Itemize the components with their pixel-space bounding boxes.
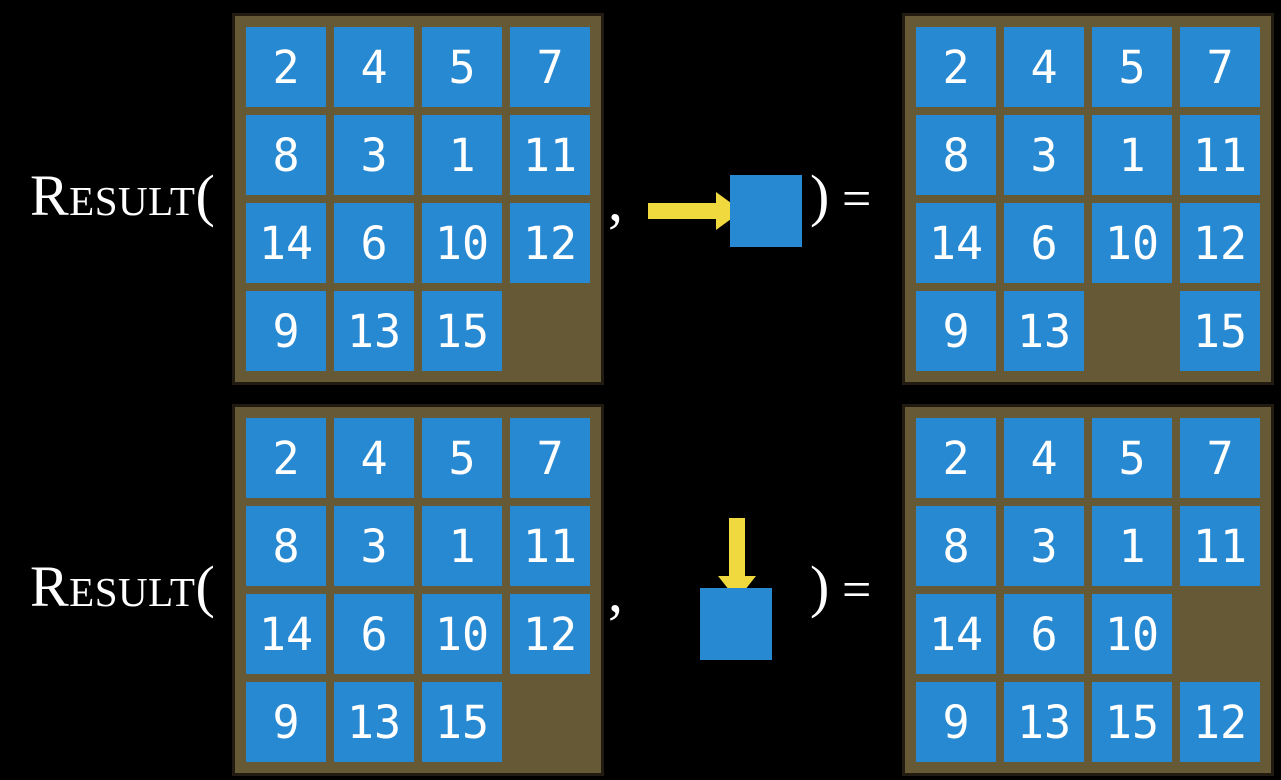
puzzle-tile: 10 [1092, 594, 1172, 674]
puzzle-tile: 7 [510, 27, 590, 107]
puzzle-tile: 3 [1004, 506, 1084, 586]
puzzle-tile: 6 [334, 203, 414, 283]
empty-cell [510, 291, 590, 371]
puzzle-tile: 3 [334, 506, 414, 586]
puzzle-tile: 7 [1180, 418, 1260, 498]
close-paren: ) [810, 163, 830, 228]
open-paren: ( [195, 554, 216, 619]
puzzle-tile: 14 [246, 594, 326, 674]
puzzle-tile: 4 [334, 418, 414, 498]
puzzle-tile: 7 [510, 418, 590, 498]
puzzle-tile: 9 [916, 291, 996, 371]
puzzle-tile: 1 [422, 506, 502, 586]
puzzle-tile: 2 [246, 27, 326, 107]
comma-separator: , [608, 167, 623, 233]
puzzle-tile: 15 [1180, 291, 1260, 371]
puzzle-tile: 12 [510, 203, 590, 283]
empty-cell [1092, 291, 1172, 371]
puzzle-tile: 2 [246, 418, 326, 498]
result-function-label: Result( [30, 167, 215, 225]
puzzle-tile: 4 [1004, 418, 1084, 498]
result-function-label: Result( [30, 558, 215, 616]
puzzle-tile: 11 [1180, 506, 1260, 586]
puzzle-tile: 5 [422, 27, 502, 107]
puzzle-tile: 1 [422, 115, 502, 195]
action-move-down [700, 518, 772, 660]
puzzle-tile: 1 [1092, 115, 1172, 195]
puzzle-tile: 13 [1004, 682, 1084, 762]
puzzle-tile: 2 [916, 27, 996, 107]
arrow-right-icon [648, 203, 716, 219]
puzzle-tile: 11 [1180, 115, 1260, 195]
puzzle-tile: 5 [1092, 418, 1172, 498]
puzzle-tile: 3 [1004, 115, 1084, 195]
action-move-right [648, 175, 802, 247]
puzzle-tile: 6 [1004, 594, 1084, 674]
puzzle-tile: 6 [1004, 203, 1084, 283]
open-paren: ( [195, 163, 216, 228]
puzzle-tile: 10 [422, 594, 502, 674]
action-tile [730, 175, 802, 247]
action-tile [700, 588, 772, 660]
puzzle-tile: 8 [246, 506, 326, 586]
puzzle-tile: 6 [334, 594, 414, 674]
empty-cell [1180, 594, 1260, 674]
puzzle-tile: 15 [422, 682, 502, 762]
puzzle-tile: 11 [510, 115, 590, 195]
puzzle-tile: 14 [916, 203, 996, 283]
comma-separator: , [608, 558, 623, 624]
equals-sign: = [842, 562, 872, 619]
puzzle-tile: 4 [334, 27, 414, 107]
puzzle-tile: 1 [1092, 506, 1172, 586]
empty-cell [510, 682, 590, 762]
puzzle-tile: 8 [916, 115, 996, 195]
puzzle-tile: 8 [916, 506, 996, 586]
puzzle-tile: 13 [334, 682, 414, 762]
arrow-down-icon [729, 518, 745, 576]
puzzle-tile: 9 [916, 682, 996, 762]
close-paren: ) [810, 554, 830, 619]
puzzle-tile: 8 [246, 115, 326, 195]
puzzle-tile: 5 [422, 418, 502, 498]
puzzle-tile: 9 [246, 682, 326, 762]
puzzle-tile: 14 [916, 594, 996, 674]
puzzle-tile: 10 [422, 203, 502, 283]
puzzle-tile: 15 [422, 291, 502, 371]
puzzle-tile: 13 [1004, 291, 1084, 371]
puzzle-tile: 15 [1092, 682, 1172, 762]
puzzle-tile: 11 [510, 506, 590, 586]
puzzle-tile: 12 [1180, 682, 1260, 762]
puzzle-tile: 12 [510, 594, 590, 674]
puzzle-tile: 5 [1092, 27, 1172, 107]
puzzle-tile: 10 [1092, 203, 1172, 283]
function-name: Result [30, 163, 196, 228]
puzzle-tile: 9 [246, 291, 326, 371]
puzzle-tile: 4 [1004, 27, 1084, 107]
puzzle-tile: 2 [916, 418, 996, 498]
puzzle-tile: 7 [1180, 27, 1260, 107]
puzzle-tile: 14 [246, 203, 326, 283]
function-name: Result [30, 554, 196, 619]
puzzle-tile: 13 [334, 291, 414, 371]
puzzle-tile: 3 [334, 115, 414, 195]
puzzle-tile: 12 [1180, 203, 1260, 283]
equals-sign: = [842, 171, 872, 228]
